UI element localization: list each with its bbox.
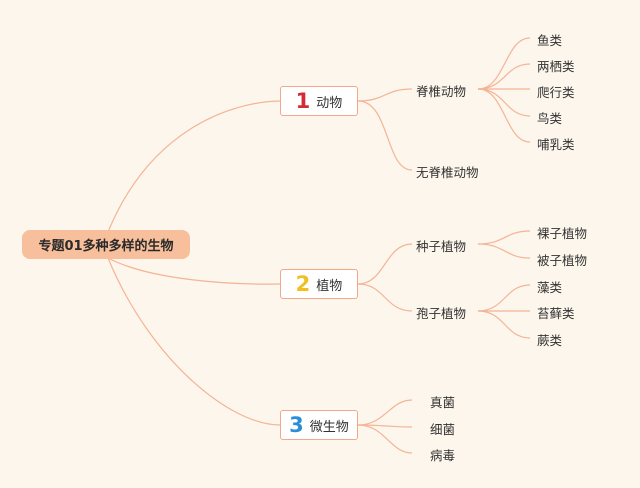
branch-microbes: 3 微生物: [280, 410, 358, 440]
node-algae: 藻类: [537, 280, 563, 295]
node-fern: 蕨类: [537, 333, 563, 348]
node-mammal: 哺乳类: [537, 137, 575, 152]
link-vertebrate-bird: [477, 88, 531, 117]
node-fungi: 真菌: [430, 395, 456, 410]
node-reptile: 爬行类: [537, 85, 575, 100]
branch-plants: 2 植物: [280, 269, 358, 299]
node-amphibian: 两栖类: [537, 59, 575, 74]
link-spore-algae: [477, 284, 531, 312]
root-topic-label: 专题01多种多样的生物: [38, 239, 174, 254]
node-fish: 鱼类: [537, 33, 563, 48]
link-animals-invertebrate: [357, 100, 413, 171]
link-vertebrate-amphibian: [477, 63, 531, 90]
branch-label: 植物: [316, 278, 343, 294]
node-angiosperm: 被子植物: [537, 253, 588, 268]
link-animals-vertebrate: [357, 88, 413, 102]
node-bacteria: 细菌: [430, 422, 456, 437]
link-spore-fern: [477, 310, 531, 339]
link-plants-spore: [357, 283, 413, 312]
link-root-animals: [107, 100, 281, 233]
link-plants-seed: [357, 243, 413, 285]
branch-label: 动物: [316, 95, 343, 111]
root-topic: 专题01多种多样的生物: [22, 230, 190, 259]
node-moss: 苔藓类: [537, 306, 575, 321]
branch-label: 微生物: [309, 419, 349, 435]
branch-animals: 1 动物: [280, 86, 358, 116]
node-seed-plants: 种子植物: [416, 239, 467, 254]
link-vertebrate-mammal: [477, 88, 531, 143]
link-seed-angio: [477, 243, 531, 259]
node-invertebrate: 无脊椎动物: [416, 165, 479, 180]
node-bird: 鸟类: [537, 111, 563, 126]
link-microbes-fungi: [357, 399, 413, 426]
node-virus: 病毒: [430, 448, 456, 463]
node-gymnosperm: 裸子植物: [537, 226, 588, 241]
link-microbes-virus: [357, 424, 413, 454]
node-vertebrate: 脊椎动物: [416, 84, 467, 99]
branch-number: 3: [289, 412, 304, 437]
link-root-plants: [107, 257, 281, 285]
branch-number: 2: [295, 271, 311, 296]
branch-number: 1: [295, 88, 311, 113]
link-vertebrate-fish: [477, 37, 531, 90]
node-spore-plants: 孢子植物: [416, 306, 467, 321]
link-root-microbes: [107, 257, 281, 426]
link-seed-gymno: [477, 230, 531, 245]
